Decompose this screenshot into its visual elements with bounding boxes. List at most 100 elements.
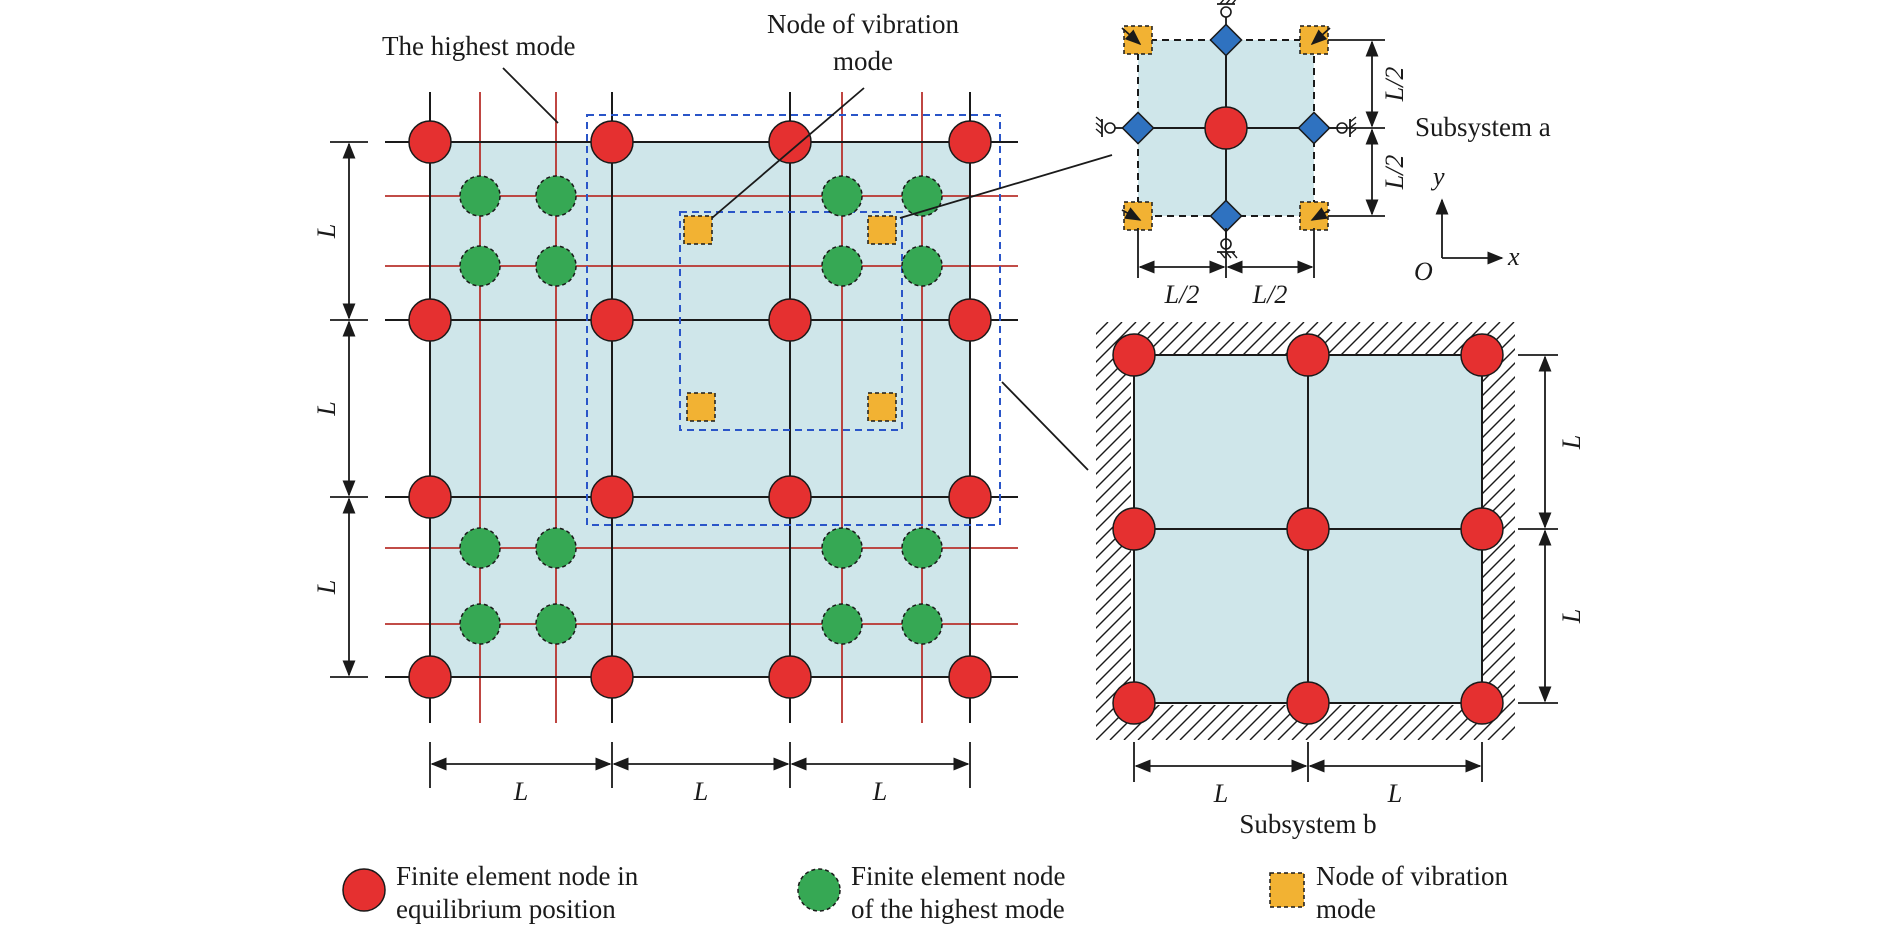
fixed-hatch-line <box>1487 322 1515 740</box>
subsystem-a-constraint-node-3 <box>1297 111 1331 145</box>
fixed-hatch-line <box>1417 322 1515 740</box>
support-top <box>1217 0 1237 28</box>
sa-dim-label-horizontal-left: L/2 <box>1164 280 1200 309</box>
vibration-mode-node <box>867 392 897 422</box>
equilibrium-node <box>768 120 812 164</box>
support-right <box>1326 116 1357 137</box>
subsystem-a-center-node <box>1204 106 1248 150</box>
equilibrium-node <box>948 120 992 164</box>
subsystem-b-node <box>1112 333 1156 377</box>
highest-mode-node <box>901 175 943 217</box>
subsystem-b-node <box>1460 507 1504 551</box>
equilibrium-node <box>408 120 452 164</box>
fixed-hatch-line <box>1530 322 1890 740</box>
sa-dim-label-vertical-bottom: L/2 <box>1380 155 1409 191</box>
support-pin <box>1104 122 1116 134</box>
label-highest-mode: The highest mode <box>382 31 575 61</box>
highest-mode-node <box>821 245 863 287</box>
subsystem-b-node <box>1460 681 1504 725</box>
axis-origin-label: O <box>1414 257 1433 286</box>
support-hatch <box>1095 122 1103 129</box>
vibration-mode-nodes <box>683 215 897 422</box>
subsystem-b-dimensions: L L L L <box>1133 354 1586 808</box>
subsystem-a-corner-node-1 <box>1299 25 1329 55</box>
support-hatch <box>1095 116 1103 123</box>
equilibrium-node <box>408 655 452 699</box>
highest-mode-node <box>459 527 501 569</box>
axis-x-label: x <box>1507 242 1520 271</box>
label-subsystem-b: Subsystem b <box>1239 809 1376 839</box>
sb-dim-label-horizontal-right: L <box>1387 779 1402 808</box>
legend-fe-node-icon <box>342 868 386 912</box>
legend: Finite element node in equilibrium posit… <box>342 861 1508 924</box>
legend-vm-node-text-1: Node of vibration <box>1316 861 1508 891</box>
subsystem-b-node <box>1286 507 1330 551</box>
subsystem-b-node <box>1286 333 1330 377</box>
highest-mode-node <box>459 603 501 645</box>
legend-fe-node-text-2: equilibrium position <box>396 894 616 924</box>
subsystem-a-constraint-node-2 <box>1121 111 1155 145</box>
subsystem-b-node <box>1112 681 1156 725</box>
subsystem-a-boundary-inner <box>679 211 903 431</box>
fixed-hatch-line <box>1516 322 1890 740</box>
subsystem-a-corner-node-0 <box>1123 25 1153 55</box>
sb-dim-label-vertical-bottom: L <box>1557 609 1586 624</box>
subsystem-a-corner-node-3 <box>1299 201 1329 231</box>
highest-mode-node <box>535 603 577 645</box>
highest-mode-node <box>901 527 943 569</box>
subsystem-a-corner-arrow-3 <box>1310 207 1331 221</box>
equilibrium-node <box>948 298 992 342</box>
legend-hm-node-text-1: Finite element node <box>851 861 1065 891</box>
sa-dim-label-vertical-top: L/2 <box>1380 67 1409 103</box>
axis-y-label: y <box>1430 162 1445 191</box>
main-mesh-lines <box>385 92 1018 723</box>
legend-vm-node-text-2: mode <box>1316 894 1376 924</box>
fixed-hatch-line <box>1096 322 1179 740</box>
subsystem-a-constraint-node-1 <box>1209 199 1243 233</box>
highest-mode-node <box>535 527 577 569</box>
leader-lines <box>502 67 1113 471</box>
equilibrium-node <box>590 120 634 164</box>
fixed-hatch-line <box>1431 322 1515 740</box>
support-hatch <box>1219 0 1225 5</box>
support-hatch <box>1231 0 1237 5</box>
subsystem-a-corner-node-2 <box>1123 201 1153 231</box>
equilibrium-node <box>768 655 812 699</box>
legend-fe-node-text-1: Finite element node in <box>396 861 639 891</box>
subsystem-a-corner-arrow-1 <box>1310 27 1331 46</box>
label-subsystem-a: Subsystem a <box>1415 112 1551 142</box>
equilibrium-node <box>768 298 812 342</box>
equilibrium-node <box>768 475 812 519</box>
equilibrium-node <box>408 298 452 342</box>
legend-vm-node-icon <box>1269 872 1305 908</box>
highest-mode-node <box>535 245 577 287</box>
subsystem-b-nodes <box>1112 333 1504 725</box>
support-hatch <box>1349 116 1357 123</box>
subsystem-b-node <box>1286 681 1330 725</box>
support-left <box>1095 116 1126 137</box>
leader-node-vibration <box>711 87 865 219</box>
support-hatch <box>1219 251 1226 259</box>
highest-mode-node <box>459 245 501 287</box>
highest-mode-node <box>901 245 943 287</box>
subsystem-a-boundary-outer <box>586 114 1001 526</box>
highest-mode-nodes <box>459 175 943 645</box>
leader-highest-mode <box>502 67 559 124</box>
sb-dim-label-horizontal-left: L <box>1213 779 1228 808</box>
label-node-vibration-1: Node of vibration <box>767 9 959 39</box>
support-pin <box>1220 6 1232 18</box>
highest-mode-node <box>821 175 863 217</box>
dim-label-horizontal: L <box>693 777 708 806</box>
sb-dim-label-vertical-top: L <box>1557 435 1586 450</box>
equilibrium-node <box>590 475 634 519</box>
subsystem-a-constraint-node-0 <box>1209 23 1243 57</box>
fixed-hatch-line <box>1445 322 1515 740</box>
subsystem-a-corner-arrow-2 <box>1121 207 1142 221</box>
subsystem-b-node <box>1112 507 1156 551</box>
highest-mode-node <box>535 175 577 217</box>
highest-mode-node <box>821 527 863 569</box>
